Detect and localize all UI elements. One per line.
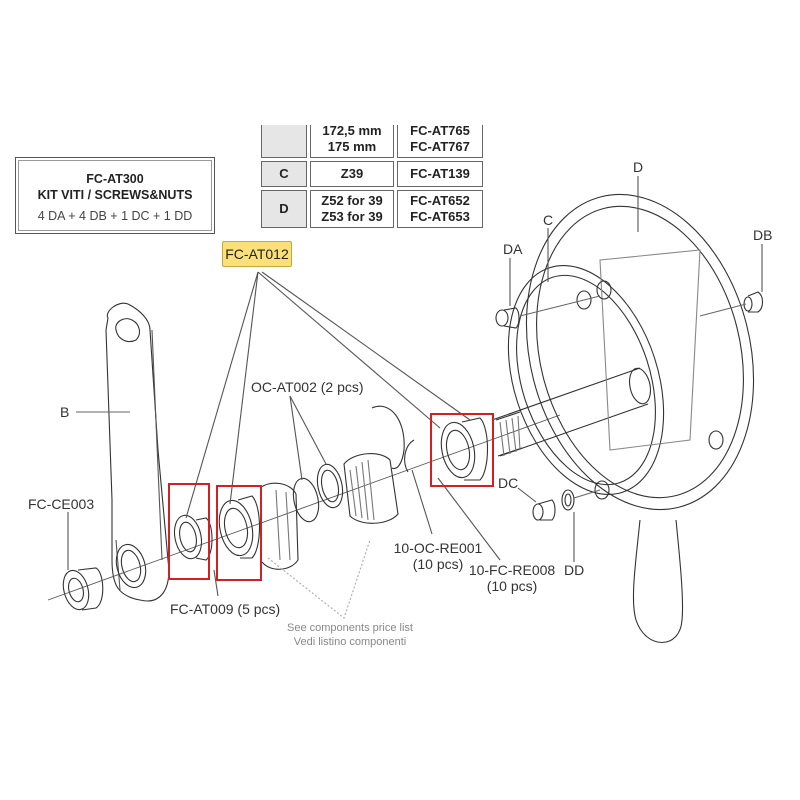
table-row: D Z52 for 39 Z53 for 39 FC-AT652 FC-AT65… [261, 190, 483, 228]
fc-ce003-part [62, 569, 90, 611]
label-oc-at002: OC-AT002 (2 pcs) [251, 379, 364, 395]
table-code-cell: FC-AT765 FC-AT767 [397, 125, 483, 158]
table-value-cell: Z39 [310, 161, 394, 187]
table-value-cell: 172,5 mm 175 mm [310, 125, 394, 158]
price-list-note-en: See components price list [287, 622, 413, 634]
kit-screws-box-inner: FC-AT300 KIT VITI / SCREWS&NUTS 4 DA + 4… [18, 160, 212, 231]
label-d: D [633, 159, 644, 175]
label-b: B [60, 404, 70, 420]
label-oc-re001-qty: (10 pcs) [412, 556, 464, 572]
table-code-cell: FC-AT139 [397, 161, 483, 187]
table-key-cell [261, 125, 307, 158]
table-value: Z52 for 39 [321, 193, 383, 208]
table-code: FC-AT653 [410, 209, 470, 224]
highlight-box-bearing-right [430, 413, 494, 487]
label-dd: DD [564, 562, 585, 578]
chainring-d [525, 193, 755, 511]
label-oc-re001-code: 10-OC-RE001 [393, 540, 483, 556]
table-value: Z53 for 39 [321, 209, 383, 224]
table-row: 172,5 mm 175 mm FC-AT765 FC-AT767 [261, 125, 483, 158]
table-code: FC-AT652 [410, 193, 470, 208]
table-value-cell: Z52 for 39 Z53 for 39 [310, 190, 394, 228]
fc-at012-badge: FC-AT012 [222, 241, 292, 267]
highlight-box-bearing-left [216, 485, 262, 581]
left-crank-arm [105, 302, 170, 602]
price-list-note: See components price list Vedi listino c… [270, 621, 430, 649]
kit-title: KIT VITI / SCREWS&NUTS [37, 188, 193, 202]
kit-code: FC-AT300 [86, 172, 144, 186]
kit-contents: 4 DA + 4 DB + 1 DC + 1 DD [37, 209, 193, 223]
table-key-cell: D [261, 190, 307, 228]
label-fc-re008-code: 10-FC-RE008 [468, 562, 556, 578]
label-fc-ce003: FC-CE003 [28, 496, 95, 512]
label-fc-re008-qty: (10 pcs) [486, 578, 538, 594]
label-c: C [543, 212, 554, 228]
label-oc-re001: 10-OC-RE001 (10 pcs) [388, 540, 488, 572]
parts-table-clip: 172,5 mm 175 mm FC-AT765 FC-AT767 C Z39 … [0, 125, 800, 237]
table-code: FC-AT765 [410, 125, 470, 138]
table-row: C Z39 FC-AT139 [261, 161, 483, 187]
price-list-note-it: Vedi listino componenti [293, 636, 407, 648]
parts-table: 172,5 mm 175 mm FC-AT765 FC-AT767 C Z39 … [258, 125, 486, 231]
table-value: 175 mm [327, 139, 377, 154]
highlight-box-washer [168, 483, 210, 580]
label-fc-at009: FC-AT009 (5 pcs) [170, 601, 281, 617]
label-dc: DC [498, 475, 519, 491]
table-value: 172,5 mm [322, 125, 382, 138]
table-code-cell: FC-AT652 FC-AT653 [397, 190, 483, 228]
chainring-c [507, 265, 665, 495]
label-fc-re008: 10-FC-RE008 (10 pcs) [466, 562, 558, 594]
label-db: DB [753, 227, 773, 243]
kit-screws-box: FC-AT300 KIT VITI / SCREWS&NUTS 4 DA + 4… [15, 157, 215, 234]
table-code: FC-AT767 [410, 139, 470, 154]
table-key-cell: C [261, 161, 307, 187]
label-da: DA [503, 241, 523, 257]
